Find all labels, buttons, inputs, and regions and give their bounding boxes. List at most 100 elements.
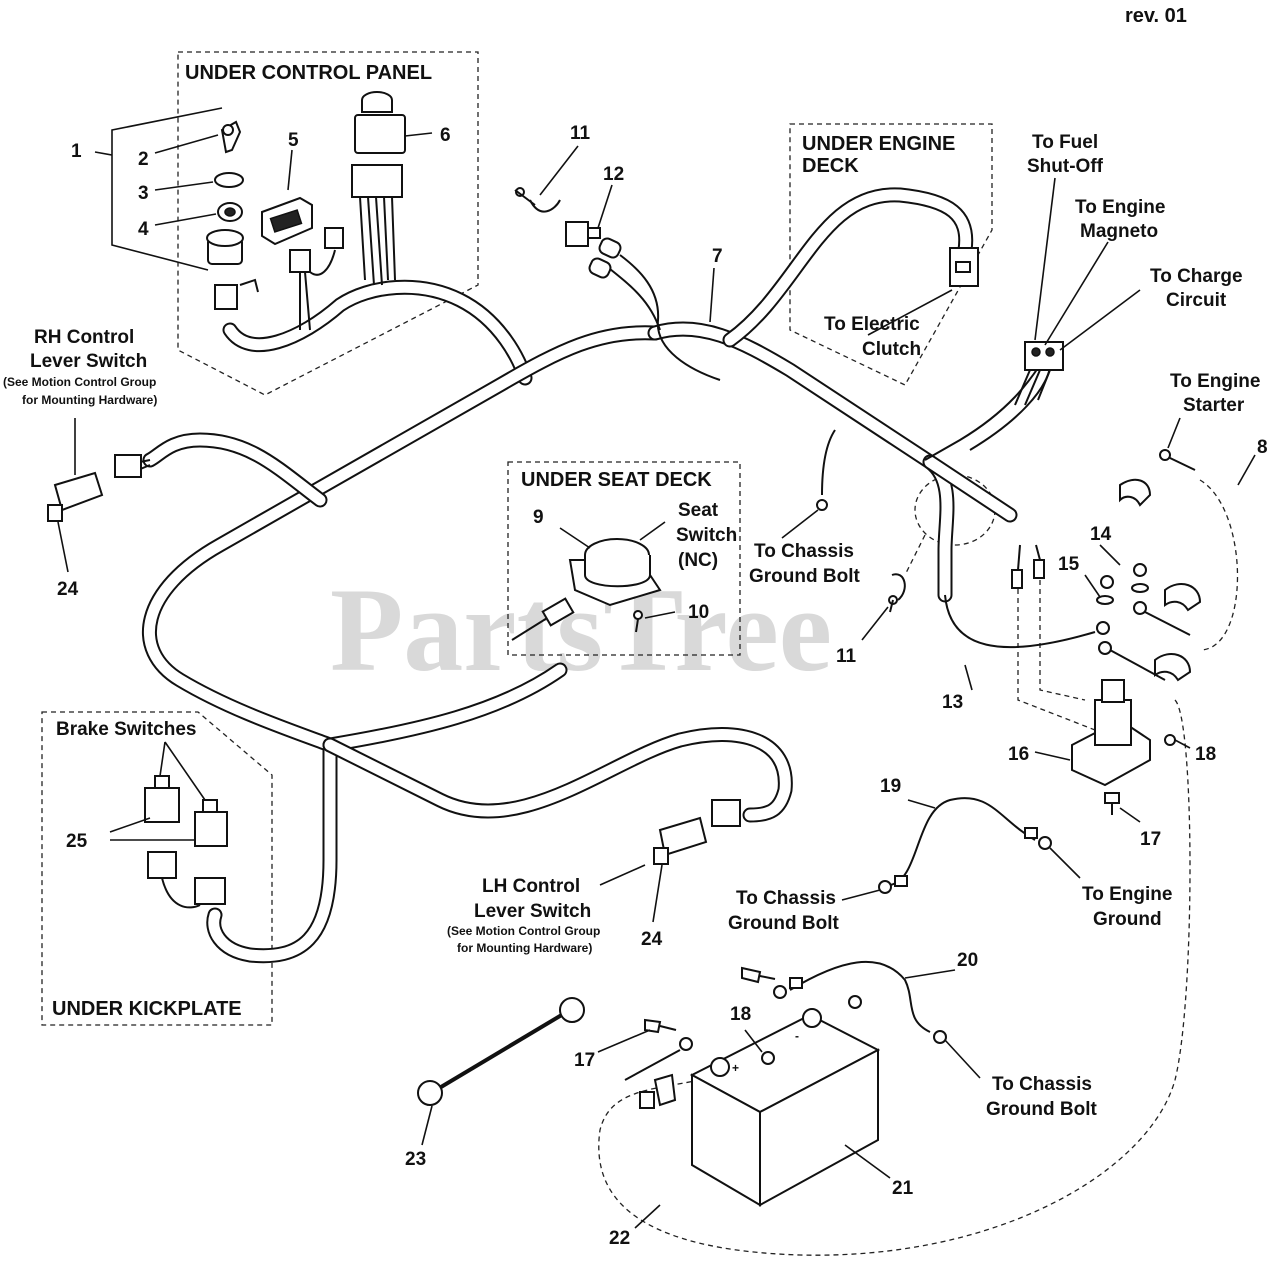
ignition-nut-icon: [214, 172, 244, 188]
callout-15: 15: [1058, 554, 1080, 575]
callout-4: 4: [138, 219, 149, 240]
seat-switch-label-3: (NC): [678, 550, 718, 571]
callout-13: 13: [942, 692, 963, 713]
ignition-switch-icon: [206, 229, 259, 310]
callout-18a: 18: [1195, 744, 1216, 765]
callout-8: 8: [1257, 437, 1268, 458]
chassis-ground-label-b-2: Ground Bolt: [728, 913, 839, 934]
callout-23: 23: [405, 1149, 426, 1170]
callout-6: 6: [440, 125, 451, 146]
lh-note-2: for Mounting Hardware): [457, 941, 592, 955]
diagram-text: rev. 01 UNDER CONTROL PANEL UNDER ENGINE…: [3, 5, 1268, 1249]
under-kickplate-label: UNDER KICKPLATE: [52, 998, 242, 1020]
battery-icon: + -: [689, 1008, 881, 1207]
charge-circuit-label-1: To Charge: [1150, 266, 1243, 287]
callout-24b: 24: [641, 929, 663, 950]
rh-control-switch-icon: [47, 454, 142, 522]
terminal-boots-icon: [1119, 478, 1202, 682]
solenoid-icon: [1071, 679, 1176, 787]
callout-17a: 17: [1140, 829, 1161, 850]
callout-11a: 11: [570, 123, 591, 144]
electric-clutch-label-1: To Electric: [824, 314, 920, 335]
lh-switch-label-2: Lever Switch: [474, 901, 591, 922]
callout-9: 9: [533, 507, 544, 528]
electric-clutch-label-2: Clutch: [862, 339, 921, 360]
under-engine-deck-label-2: DECK: [802, 155, 859, 177]
diode-connector-icon: [565, 221, 622, 279]
clip-11b-icon: [888, 573, 906, 613]
callout-12: 12: [603, 164, 624, 185]
clutch-connector-icon: [949, 247, 979, 287]
seat-switch-screw-icon: [633, 610, 643, 633]
callout-18b: 18: [730, 1004, 751, 1025]
engine-ground-cable-icon: [878, 797, 1052, 894]
lh-control-switch-icon: [653, 799, 741, 865]
seat-switch-label-2: Switch: [676, 525, 737, 546]
callout-16: 16: [1008, 744, 1029, 765]
harness-clip-icon: [514, 187, 561, 213]
rh-note-2: for Mounting Hardware): [22, 393, 157, 407]
callout-21: 21: [892, 1178, 914, 1199]
brake-switch-icon: [144, 775, 228, 909]
battery-ground-cable-icon: [741, 960, 947, 1044]
lh-note-1: (See Motion Control Group: [447, 924, 600, 938]
hold-down-rod-icon: [417, 997, 585, 1106]
callout-2: 2: [138, 149, 149, 170]
callout-7: 7: [712, 246, 723, 267]
svg-text:+: +: [732, 1061, 739, 1075]
seat-switch-icon: [511, 538, 662, 641]
brake-switches-label: Brake Switches: [56, 719, 196, 740]
callout-24a: 24: [57, 579, 79, 600]
engine-starter-label-1: To Engine: [1170, 371, 1260, 392]
pto-wire-bundle: [299, 249, 336, 331]
chassis-ground-label-c-1: To Chassis: [992, 1074, 1092, 1095]
fuel-shutoff-label-1: To Fuel: [1032, 132, 1098, 153]
battery-positive-cable-icon: [624, 1018, 693, 1109]
callout-1: 1: [71, 141, 82, 162]
callout-22: 22: [609, 1228, 630, 1249]
callout-3: 3: [138, 183, 149, 204]
chassis-ground-label-a-2: Ground Bolt: [749, 566, 860, 587]
under-seat-deck-label: UNDER SEAT DECK: [521, 469, 712, 491]
solenoid-bolt-icon: [1104, 792, 1120, 815]
under-engine-deck-outline: [789, 123, 993, 386]
callout-10: 10: [688, 602, 709, 623]
pto-switch-icon: [351, 91, 406, 286]
engine-magneto-label-2: Magneto: [1080, 221, 1158, 242]
leader-lines: [57, 107, 1256, 1229]
under-control-panel-outline: [177, 51, 479, 396]
rh-switch-label-2: Lever Switch: [30, 351, 147, 372]
ignition-bezel-icon: [217, 202, 243, 222]
main-harness: [137, 187, 1096, 964]
chassis-ground-label-c-2: Ground Bolt: [986, 1099, 1097, 1120]
under-kickplate-outline: [41, 711, 273, 1026]
ignition-key-icon: [220, 120, 242, 154]
rh-switch-label-1: RH Control: [34, 327, 134, 348]
chassis-ground-label-b-1: To Chassis: [736, 888, 836, 909]
engine-connector-icon: [1014, 341, 1064, 406]
engine-ground-label-1: To Engine: [1082, 884, 1172, 905]
lh-switch-label-1: LH Control: [482, 876, 580, 897]
callout-5: 5: [288, 130, 299, 151]
under-control-panel-label: UNDER CONTROL PANEL: [185, 62, 432, 84]
terminal-nuts-icon: [1096, 449, 1196, 681]
chassis-ground-label-a-1: To Chassis: [754, 541, 854, 562]
fuel-shutoff-label-2: Shut-Off: [1027, 156, 1104, 177]
under-engine-deck-label-1: UNDER ENGINE: [802, 133, 955, 155]
callout-20: 20: [957, 950, 978, 971]
callout-19: 19: [880, 776, 901, 797]
callout-25: 25: [66, 831, 88, 852]
wire-13-connector-icon: [1011, 559, 1045, 589]
chassis-ground-lead-icon: [816, 499, 828, 511]
zone-outlines: [41, 51, 1239, 1256]
revision-label: rev. 01: [1125, 5, 1187, 27]
callout-14: 14: [1090, 524, 1112, 545]
callout-11b: 11: [836, 646, 857, 667]
callout-17b: 17: [574, 1050, 595, 1071]
seat-switch-label-1: Seat: [678, 500, 719, 521]
charge-circuit-label-2: Circuit: [1166, 290, 1227, 311]
engine-starter-label-2: Starter: [1183, 395, 1245, 416]
svg-text:-: -: [795, 1029, 799, 1043]
engine-ground-label-2: Ground: [1093, 909, 1162, 930]
